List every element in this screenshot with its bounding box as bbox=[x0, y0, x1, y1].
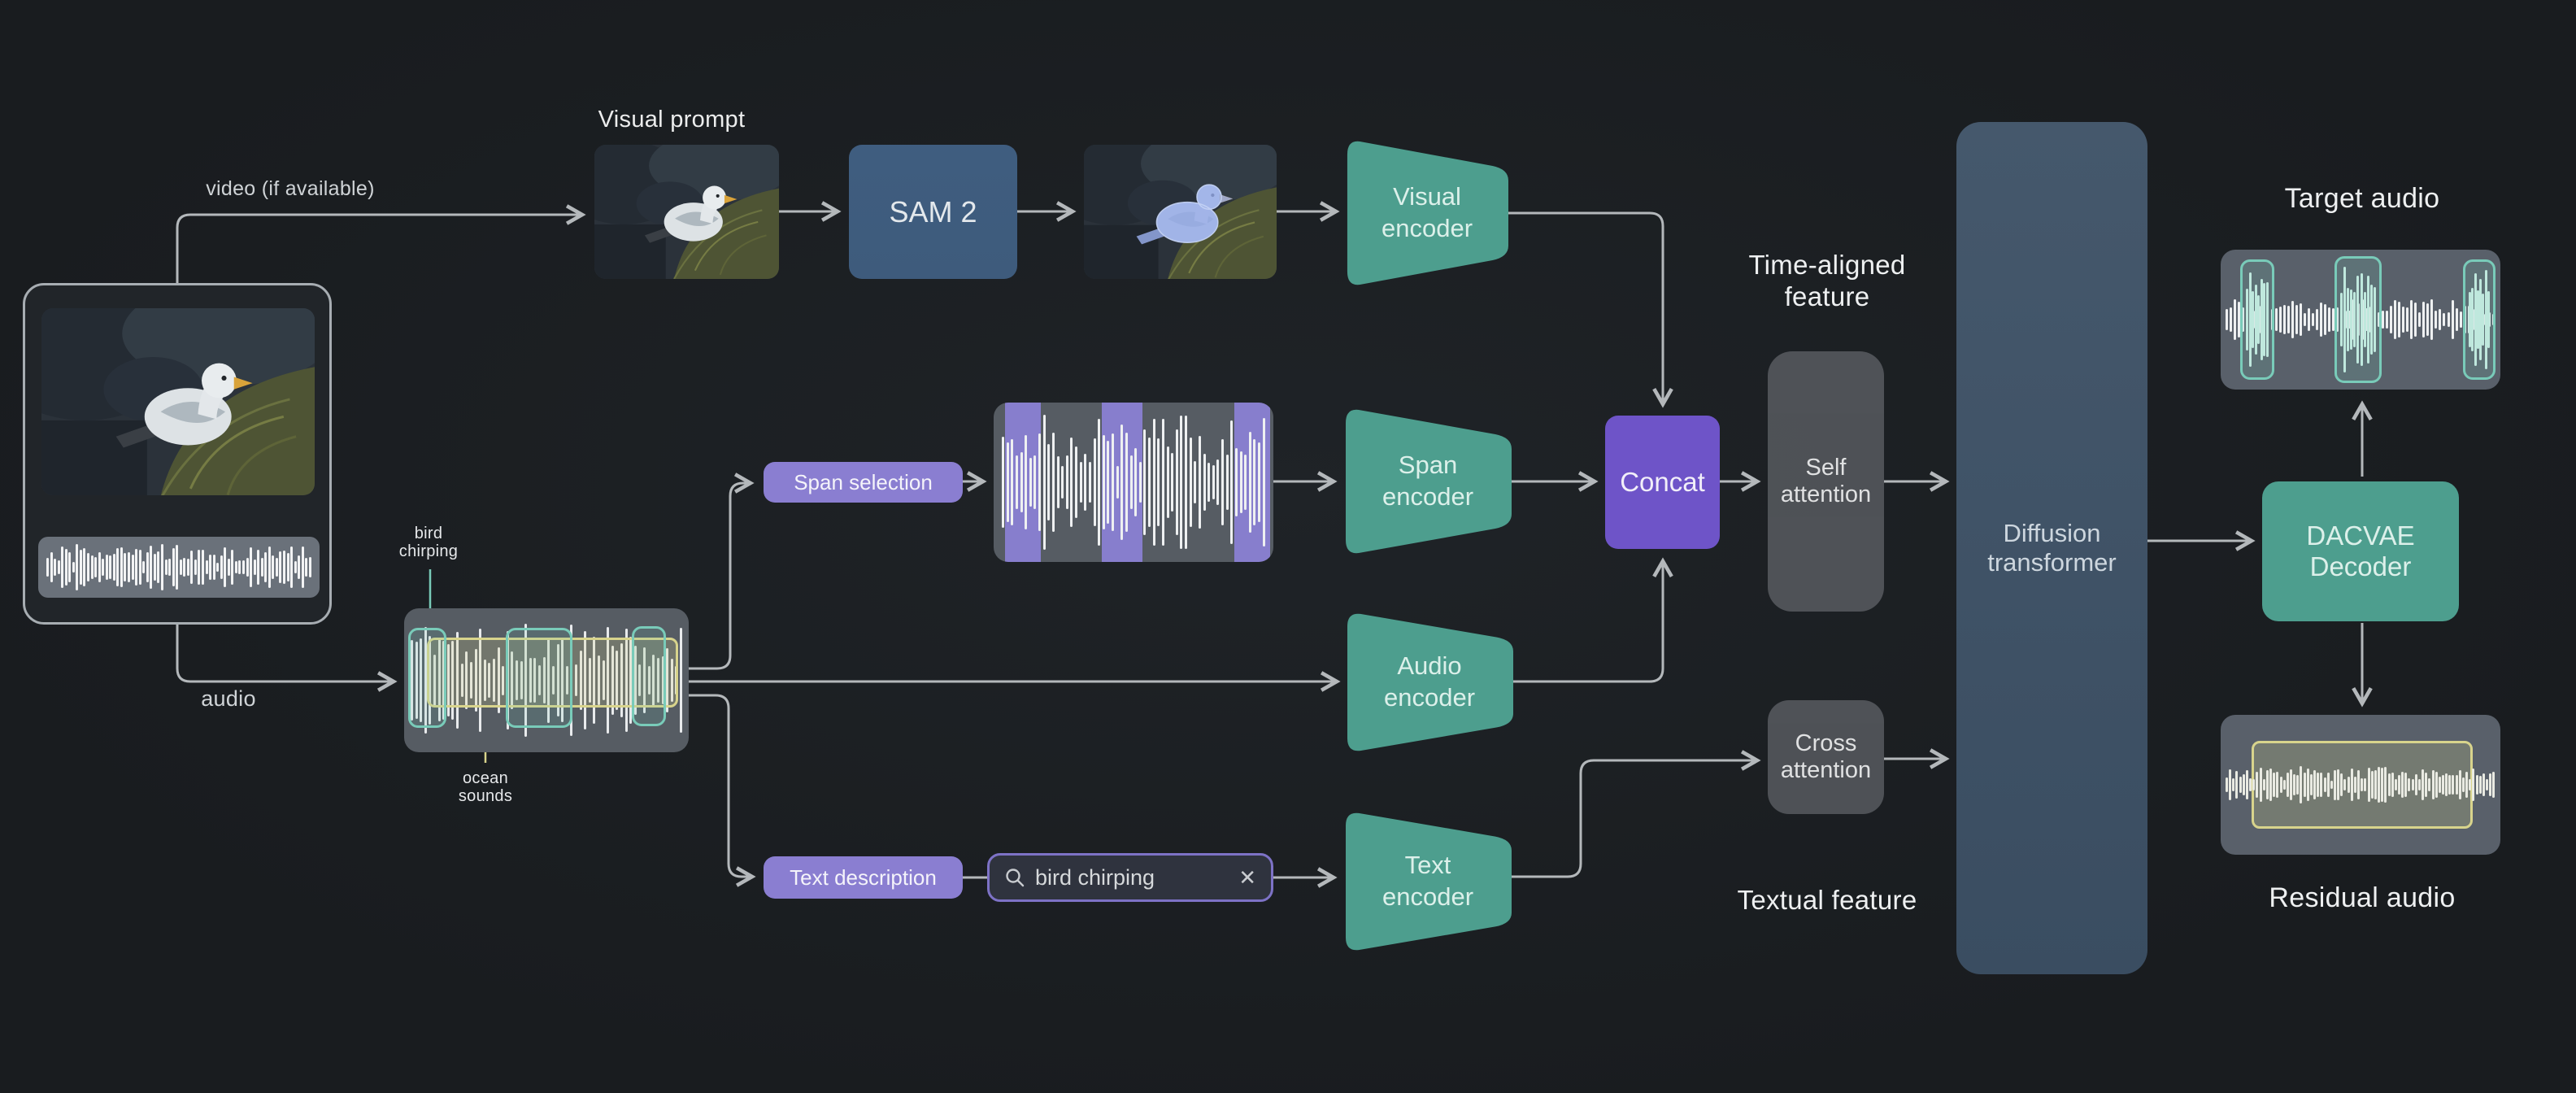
audio-input-label: audio bbox=[201, 686, 256, 711]
textual-feature-label: Textual feature bbox=[1737, 885, 1917, 915]
residual-audio-label: Residual audio bbox=[2269, 882, 2456, 913]
diffusion-transformer-label: Diffusion transformer bbox=[1987, 519, 2117, 577]
seagull-image bbox=[41, 308, 315, 495]
text-description-pill: Text description bbox=[764, 856, 963, 899]
magnifier-icon bbox=[1006, 869, 1025, 887]
visual-prompt-frame bbox=[594, 145, 779, 279]
textencoder-to-crossattention bbox=[1512, 750, 1761, 878]
cross-attention-node: Cross attention bbox=[1768, 700, 1884, 814]
search-query-text[interactable]: bird chirping bbox=[1035, 864, 1155, 890]
encoder-shape bbox=[1346, 812, 1512, 951]
visual-encoder-node: Visual encoder bbox=[1346, 140, 1508, 286]
audio-connector bbox=[176, 625, 398, 692]
input-audio-waveform bbox=[46, 542, 311, 593]
visual-encoder-label: Visual encoder bbox=[1381, 182, 1473, 242]
annotated-audio-box bbox=[404, 608, 689, 752]
self-attention-label: Self attention bbox=[1780, 455, 1872, 507]
dacvae-decoder-node: DACVAE Decoder bbox=[2262, 481, 2459, 621]
span-encoder-label: Span encoder bbox=[1382, 451, 1474, 511]
target-span-waveform bbox=[2246, 270, 2269, 369]
bird-chirping-annotation: bird chirping bbox=[398, 525, 459, 561]
segmented-bird-image bbox=[1084, 145, 1277, 279]
target-span-waveform bbox=[2340, 267, 2376, 372]
span-encoder-node: Span encoder bbox=[1344, 408, 1512, 555]
cross-attention-label: Cross attention bbox=[1780, 730, 1872, 783]
target-span-1 bbox=[2240, 259, 2274, 380]
bird-span-2 bbox=[506, 628, 572, 728]
span-waveform bbox=[1002, 412, 1265, 552]
close-icon[interactable]: ✕ bbox=[1238, 864, 1256, 890]
visual-prompt-image bbox=[594, 145, 779, 279]
text-search-field[interactable]: bird chirping ✕ bbox=[987, 853, 1273, 902]
target-audio-label: Target audio bbox=[2284, 183, 2440, 214]
segmented-frame bbox=[1084, 145, 1277, 279]
ocean-sounds-span bbox=[427, 638, 678, 708]
concat-label: Concat bbox=[1620, 467, 1705, 497]
target-audio-box bbox=[2221, 250, 2500, 390]
concat-node: Concat bbox=[1605, 416, 1720, 549]
audio-encoder-label: Audio encoder bbox=[1383, 651, 1476, 712]
diffusion-transformer-node: Diffusion transformer bbox=[1956, 122, 2147, 974]
fork-down bbox=[689, 694, 756, 887]
target-span-2 bbox=[2334, 256, 2382, 383]
video-connector bbox=[176, 204, 586, 283]
encoder-shape bbox=[1346, 409, 1512, 554]
visualencoder-to-concat bbox=[1508, 211, 1673, 408]
input-video-frame bbox=[41, 308, 315, 495]
time-aligned-feature-label: Time-aligned feature bbox=[1748, 250, 1906, 311]
audio-encoder-node: Audio encoder bbox=[1346, 612, 1513, 752]
sam2-node: SAM 2 bbox=[849, 145, 1017, 279]
input-media-card bbox=[23, 283, 332, 625]
text-description-label: Text description bbox=[790, 864, 937, 890]
sam2-label: SAM 2 bbox=[889, 194, 977, 229]
bird-span-3 bbox=[632, 626, 666, 726]
self-attention-node: Self attention bbox=[1768, 351, 1884, 612]
encoder-shape bbox=[1347, 613, 1513, 751]
text-encoder-label: Text encoder bbox=[1382, 851, 1474, 911]
audioencoder-to-concat bbox=[1512, 557, 1673, 683]
residual-audio-box bbox=[2221, 715, 2500, 855]
span-waveform-box bbox=[994, 403, 1273, 562]
text-encoder-node: Text encoder bbox=[1344, 812, 1512, 951]
span-selection-pill: Span selection bbox=[764, 462, 963, 503]
fork-up bbox=[689, 472, 755, 670]
input-audio-panel bbox=[38, 537, 320, 598]
target-span-3 bbox=[2463, 259, 2496, 380]
dacvae-decoder-label: DACVAE Decoder bbox=[2306, 520, 2415, 581]
span-selection-label: Span selection bbox=[794, 469, 933, 494]
encoder-shape bbox=[1347, 141, 1508, 285]
bird-span-1 bbox=[408, 628, 446, 728]
video-input-label: video (if available) bbox=[206, 177, 375, 200]
ocean-sounds-annotation: ocean sounds bbox=[458, 769, 513, 806]
target-span-waveform bbox=[2469, 270, 2490, 369]
residual-audio-waveform bbox=[2226, 765, 2496, 804]
visual-prompt-label: Visual prompt bbox=[598, 107, 746, 133]
